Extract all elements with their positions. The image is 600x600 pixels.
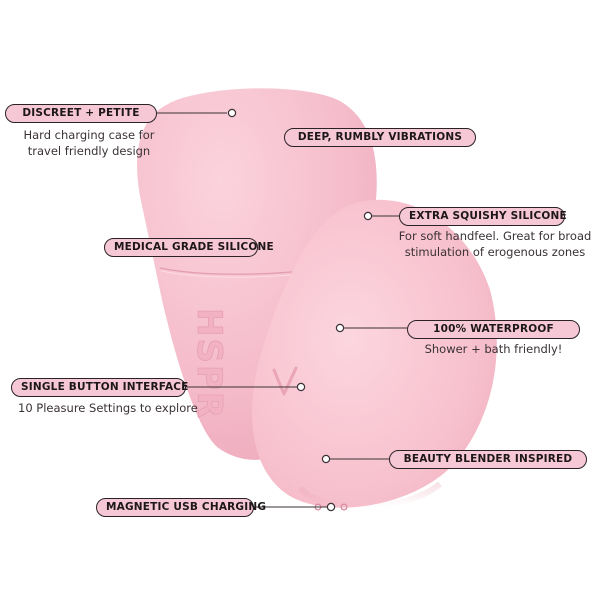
callout-medical-title: MEDICAL GRADE SILICONE xyxy=(114,241,274,253)
callout-squishy-desc-line-2: stimulation of erogenous zones xyxy=(404,245,586,259)
callout-discreet-desc: Hard charging case for travel friendly d… xyxy=(6,127,172,159)
toy-body xyxy=(252,199,497,510)
callout-discreet-desc-line-2: travel friendly design xyxy=(27,144,151,158)
power-button-icon xyxy=(272,366,298,396)
callout-medical-pill: MEDICAL GRADE SILICONE xyxy=(104,238,274,257)
callout-charging-title: MAGNETIC USB CHARGING xyxy=(106,501,267,513)
callout-squishy-title: EXTRA SQUISHY SILICONE xyxy=(409,210,567,222)
callout-waterproof-desc: Shower + bath friendly! xyxy=(407,341,580,357)
callout-blender-title: BEAUTY BLENDER INSPIRED xyxy=(403,453,573,465)
callout-vibrations-pill: DEEP, RUMBLY VIBRATIONS xyxy=(284,128,476,147)
callout-waterproof-pill: 100% WATERPROOF xyxy=(407,320,580,339)
callout-discreet-desc-line-1: Hard charging case for xyxy=(23,128,155,142)
callout-squishy-pill: EXTRA SQUISHY SILICONE xyxy=(399,207,567,226)
callout-waterproof-desc-line-1: Shower + bath friendly! xyxy=(424,342,563,356)
case-logo: HSPR xyxy=(189,308,229,420)
callout-vibrations-title: DEEP, RUMBLY VIBRATIONS xyxy=(297,131,463,143)
callout-button-desc-line-1: 10 Pleasure Settings to explore xyxy=(18,401,198,415)
callout-blender-pill: BEAUTY BLENDER INSPIRED xyxy=(389,450,587,469)
callout-squishy-desc-line-1: For soft handfeel. Great for broad xyxy=(398,229,592,243)
callout-waterproof-title: 100% WATERPROOF xyxy=(433,323,554,335)
callout-discreet-title: DISCREET + PETITE xyxy=(22,107,140,119)
callout-button-pill: SINGLE BUTTON INTERFACE xyxy=(11,378,189,397)
callout-charging-pill: MAGNETIC USB CHARGING xyxy=(96,498,266,517)
callout-discreet-pill: DISCREET + PETITE xyxy=(5,104,157,123)
callout-squishy-desc: For soft handfeel. Great for broad stimu… xyxy=(394,228,596,260)
callout-button-desc: 10 Pleasure Settings to explore xyxy=(18,400,218,416)
leader-dots xyxy=(227,108,373,512)
callout-button-title: SINGLE BUTTON INTERFACE xyxy=(21,381,189,393)
